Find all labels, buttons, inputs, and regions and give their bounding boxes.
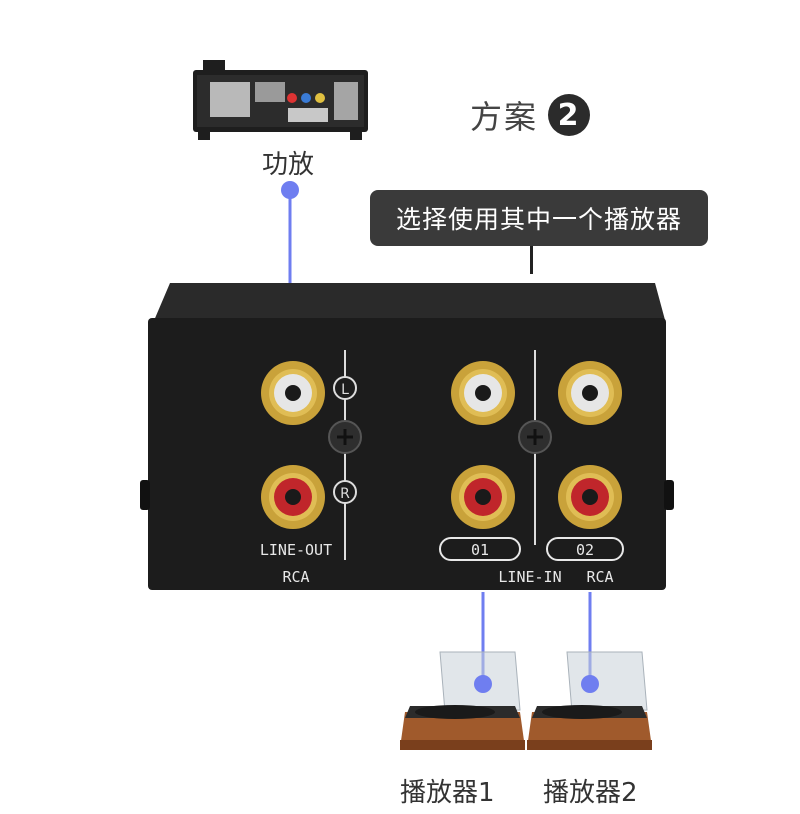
amp-connector-dot bbox=[281, 181, 299, 199]
left-channel-marker bbox=[333, 376, 357, 400]
line-out-left-jack bbox=[261, 361, 325, 425]
tooltip-stem bbox=[530, 246, 533, 274]
rca-in-label: RCA bbox=[586, 568, 613, 586]
right-channel-marker bbox=[333, 480, 357, 504]
tooltip-text: 选择使用其中一个播放器 bbox=[395, 205, 682, 234]
input-1-label: 01 bbox=[471, 541, 489, 559]
input-2-right-jack bbox=[558, 465, 622, 529]
input-1-right-jack bbox=[451, 465, 515, 529]
line-out-right-jack bbox=[261, 465, 325, 529]
player-1-label: 播放器1 bbox=[400, 778, 495, 808]
scheme-title: 方案 2 bbox=[470, 92, 591, 138]
input-2-label: 02 bbox=[576, 541, 594, 559]
rca-out-label: RCA bbox=[282, 568, 309, 586]
scheme-label: 方案 bbox=[470, 98, 539, 136]
amplifier-icon bbox=[193, 60, 368, 140]
line-in-label: LINE-IN bbox=[498, 568, 561, 586]
input-1-left-jack bbox=[451, 361, 515, 425]
tooltip-callout: 选择使用其中一个播放器 bbox=[370, 190, 708, 246]
right-channel-text: R bbox=[340, 486, 350, 502]
turntable-icon bbox=[527, 651, 652, 750]
input-2-left-jack bbox=[558, 361, 622, 425]
screw-icon bbox=[328, 420, 362, 454]
line-out-label: LINE-OUT bbox=[260, 541, 332, 559]
amplifier-label: 功放 bbox=[262, 150, 315, 180]
input-2-badge bbox=[546, 537, 624, 561]
turntable-icon bbox=[400, 651, 525, 750]
scheme-number-badge: 2 bbox=[548, 94, 591, 136]
screw-icon bbox=[518, 420, 552, 454]
left-channel-text: L bbox=[341, 382, 349, 398]
player-2-connector-dot bbox=[581, 675, 599, 693]
input-1-badge bbox=[439, 537, 521, 561]
player-2-label: 播放器2 bbox=[543, 778, 638, 808]
player-1-connector-dot bbox=[474, 675, 492, 693]
